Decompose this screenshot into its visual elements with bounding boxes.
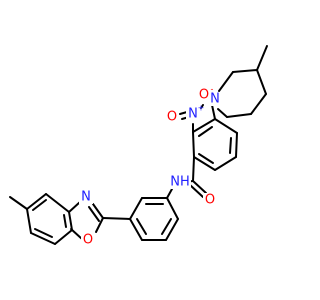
bond xyxy=(192,131,195,158)
bond xyxy=(250,93,267,115)
bond xyxy=(179,111,188,115)
label-backdrop xyxy=(208,92,222,106)
bond xyxy=(26,193,47,210)
molecule-diagram: N N + O - O NH O N O xyxy=(9,45,268,248)
bond xyxy=(129,218,143,241)
molecule-structure-canvas: N N + O - O NH O N O xyxy=(9,45,268,248)
bond xyxy=(198,153,214,164)
bond xyxy=(161,218,172,235)
bond-lines xyxy=(9,45,268,245)
atom-label-piperidine-nitrogen: N xyxy=(210,92,220,107)
atom-label-amide-oxygen: O xyxy=(205,193,215,208)
bond xyxy=(235,132,238,158)
bond xyxy=(102,217,131,220)
bond xyxy=(136,218,147,235)
atom-label-oxazole-oxygen: O xyxy=(83,233,93,248)
bond xyxy=(256,69,267,95)
label-backdrop xyxy=(81,233,95,247)
bond xyxy=(54,229,73,245)
bond xyxy=(232,69,258,73)
label-backdrop xyxy=(197,87,211,101)
bond xyxy=(198,126,213,137)
bond xyxy=(189,184,204,198)
bond xyxy=(229,137,232,154)
bond xyxy=(30,232,56,245)
label-backdrop xyxy=(186,106,200,120)
bond xyxy=(166,197,179,220)
label-backdrop xyxy=(79,190,93,204)
bond xyxy=(226,113,252,118)
bond xyxy=(211,104,216,120)
bond xyxy=(32,199,47,211)
atom-label-amide-nh: NH xyxy=(170,175,190,190)
bond xyxy=(217,108,228,118)
charge-label-nitro-nitrogen: + xyxy=(198,104,205,113)
bond xyxy=(45,193,70,213)
bond xyxy=(26,208,32,234)
bond xyxy=(214,156,237,171)
bond xyxy=(129,197,143,220)
bond xyxy=(200,104,204,109)
bond xyxy=(165,218,179,241)
bond xyxy=(214,118,238,134)
charge-label-nitro-oxygen: - xyxy=(211,85,214,94)
label-backdrop xyxy=(203,193,217,207)
bond xyxy=(166,188,173,199)
bond xyxy=(256,45,268,71)
bond xyxy=(88,206,100,222)
atom-label-nitro-oxygen-top: O xyxy=(199,88,209,103)
bond xyxy=(34,228,53,238)
bond xyxy=(95,217,104,233)
atom-label-nitro-nitrogen: N xyxy=(188,107,198,122)
bond xyxy=(192,180,207,194)
bond xyxy=(9,196,28,210)
atom-label-oxazole-nitrogen: N xyxy=(81,190,91,205)
bond xyxy=(68,211,73,231)
bond xyxy=(192,156,195,182)
atom-label-nitro-oxygen-left: O xyxy=(167,110,177,125)
bond xyxy=(192,118,216,133)
bond xyxy=(193,156,216,171)
label-backdrop xyxy=(171,175,191,189)
bond xyxy=(92,203,104,219)
bond xyxy=(68,201,81,213)
label-backdrop xyxy=(165,110,179,124)
bond xyxy=(218,71,234,92)
bond xyxy=(63,214,67,228)
bond xyxy=(70,228,83,240)
